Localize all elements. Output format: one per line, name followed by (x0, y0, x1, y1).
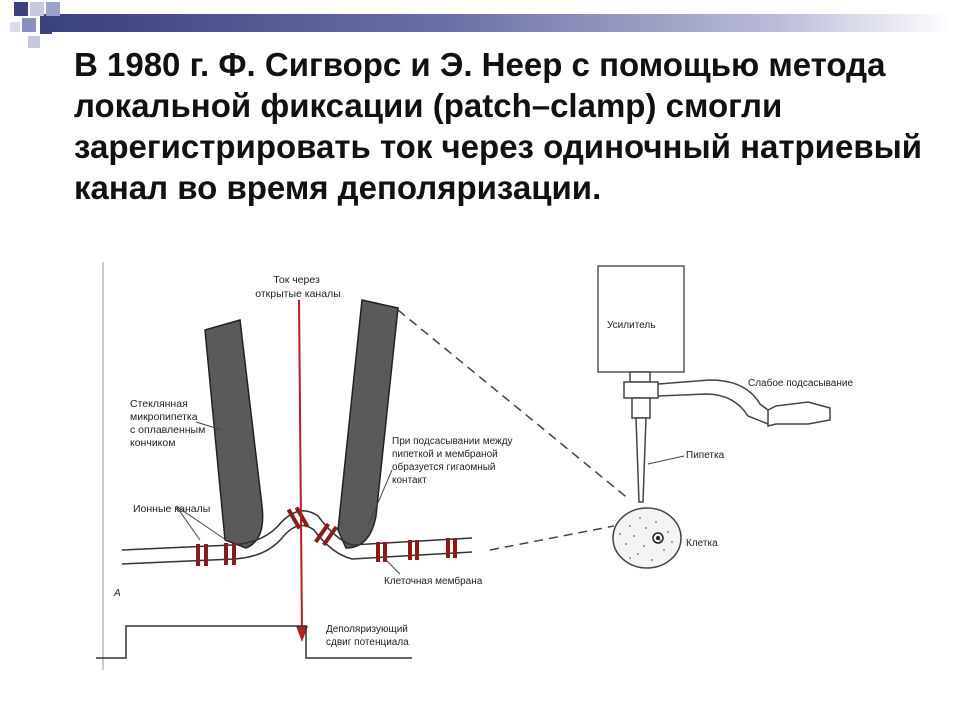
leader-ion-channels-2 (175, 505, 227, 541)
leader-pipette (647, 455, 685, 465)
panel-letter: A (113, 588, 121, 599)
pipette-left-wall (204, 319, 264, 549)
magnify-line-top (397, 309, 631, 501)
corner-square (28, 36, 40, 48)
membrane-lower (121, 524, 473, 565)
holder-body (623, 381, 659, 399)
depolarizing-step (96, 625, 412, 659)
membrane-label: Клеточная мембрана (384, 575, 483, 587)
header-bar (40, 14, 952, 32)
current-label: Ток через открытые каналы (255, 274, 341, 300)
leader-micropipette (195, 421, 223, 431)
pipette-right-wall (337, 299, 399, 549)
micropipette-label: Стеклянная микропипетка с оплавленным ко… (130, 398, 208, 449)
suction-nozzle (767, 401, 831, 427)
leader-gigaseal (367, 469, 393, 527)
corner-square (10, 22, 20, 32)
cell-granules (619, 517, 673, 561)
ion-channels (196, 506, 457, 566)
cell (612, 507, 682, 569)
depolarizing-label: Деполяризующий сдвиг потенциала (326, 624, 411, 648)
pipette (635, 417, 647, 503)
holder-lower (631, 397, 651, 419)
suction-tube (657, 379, 777, 425)
cell-nucleus (652, 532, 664, 544)
gigaseal-label: При подсасывании между пипеткой и мембра… (392, 436, 515, 486)
membrane-upper (121, 510, 473, 551)
corner-square (40, 22, 52, 34)
leader-ion-channels (175, 505, 201, 541)
suction-label: Слабое подсасывание (748, 377, 853, 389)
cell-nucleolus (656, 536, 660, 540)
patch-clamp-diagram: Ток через открытые каналы Стеклянная мик… (96, 262, 853, 670)
holder-top (629, 371, 651, 383)
slide-header (0, 0, 960, 60)
cell-label: Клетка (686, 538, 718, 549)
current-arrowhead (296, 626, 308, 642)
corner-square (46, 2, 60, 16)
ion-channels-label: Ионные каналы (133, 503, 210, 515)
leader-membrane (385, 559, 401, 575)
corner-square (14, 2, 28, 16)
current-arrow (298, 299, 303, 633)
pipette-label: Пипетка (686, 450, 725, 461)
slide-text: В 1980 г. Ф. Сигворс и Э. Неер с помощью… (74, 46, 923, 206)
amplifier-box (597, 265, 685, 373)
amplifier-label: Усилитель (607, 320, 655, 331)
corner-square (22, 18, 36, 32)
corner-square (30, 2, 44, 16)
magnify-line-bottom (489, 525, 615, 551)
